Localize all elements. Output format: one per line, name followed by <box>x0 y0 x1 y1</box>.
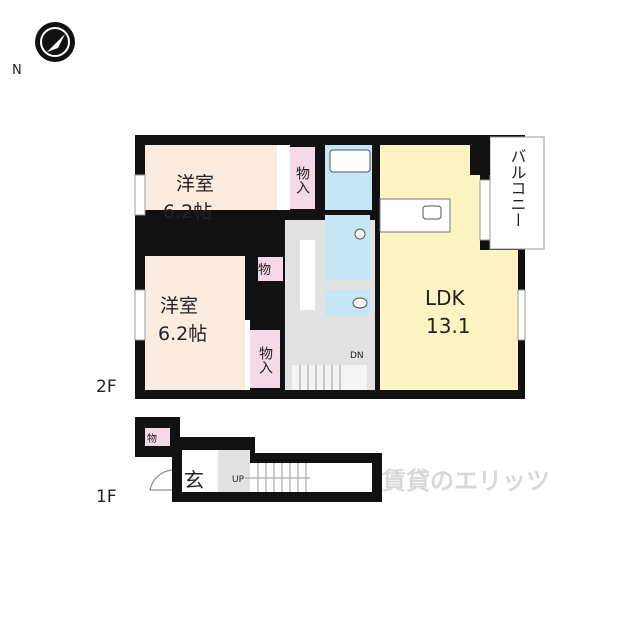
entrance-label: 玄 <box>184 468 204 492</box>
storage-1f <box>145 428 170 446</box>
storage-1f-label: 物 <box>147 432 157 445</box>
stairs-down-label: DN <box>350 351 364 361</box>
bedroom-2-name: 洋室 <box>160 295 198 317</box>
balcony <box>489 136 545 250</box>
first-floor-label: 1F <box>96 487 117 507</box>
balcony-label: バルコニー <box>508 148 527 228</box>
closet-2-label: 物入 <box>257 346 273 374</box>
bedroom-1-name: 洋室 <box>176 173 214 195</box>
bathtub <box>329 149 371 173</box>
bedroom-2-size: 6.2帖 <box>158 323 207 345</box>
washroom <box>325 215 370 280</box>
ldk-size: 13.1 <box>426 314 471 338</box>
north-label: N <box>12 63 22 78</box>
bedroom-1-size: 6.2帖 <box>163 201 212 223</box>
stairs-2f <box>292 365 367 390</box>
closet-2 <box>250 330 280 388</box>
closet-1 <box>290 147 315 209</box>
closet-1-label: 物入 <box>294 166 310 194</box>
kitchen-counter <box>379 198 451 233</box>
storage-small-label: 物 <box>258 263 271 278</box>
entrance-door <box>149 469 173 491</box>
storage-small <box>258 257 283 281</box>
bedroom-1 <box>145 145 277 210</box>
bedroom-2 <box>145 256 245 390</box>
north-arrow-icon <box>35 22 75 62</box>
watermark: 賃貸のエリッツ <box>381 467 550 495</box>
stairs-up-label: UP <box>232 475 245 485</box>
ldk-name: LDK <box>425 286 466 310</box>
second-floor-label: 2F <box>96 377 117 397</box>
